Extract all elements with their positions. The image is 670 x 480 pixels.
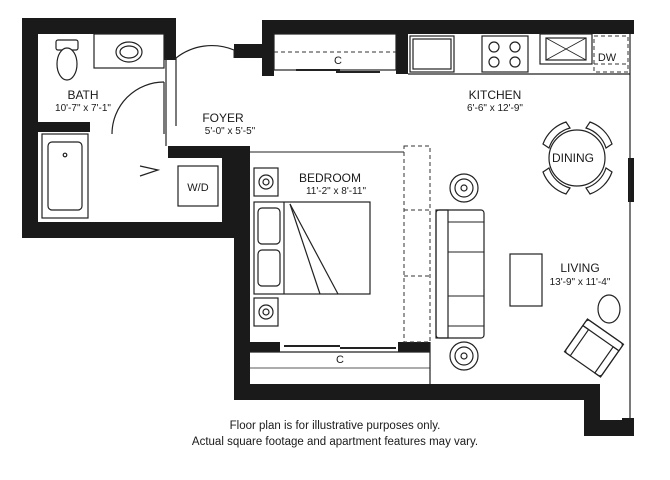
- refrigerator: [409, 35, 455, 73]
- side-table: [597, 294, 621, 324]
- bathtub-basin: [47, 141, 83, 211]
- lamp-icon: [454, 346, 474, 366]
- bath-name: BATH: [67, 88, 98, 102]
- dining-chair: [585, 167, 613, 195]
- wall-closet-jamb: [396, 34, 408, 74]
- bed-blanket-fold: [289, 203, 321, 295]
- sink-x-icon: [545, 37, 587, 61]
- lamp-icon: [449, 341, 479, 371]
- dining-set: [542, 121, 613, 195]
- disclaimer-line-2: Actual square footage and apartment feat…: [191, 436, 479, 448]
- coffee-table: [509, 253, 543, 307]
- lamp-icon: [262, 308, 270, 316]
- sliding-partition: [403, 145, 431, 343]
- wall-south: [234, 384, 586, 400]
- washer-dryer: [177, 165, 219, 207]
- wall-north-bath: [22, 18, 176, 34]
- wall-south-notch: [584, 420, 634, 436]
- lamp-icon: [460, 184, 468, 192]
- walls: [22, 18, 634, 436]
- wall-bath-divider: [22, 122, 90, 132]
- entry-door-arc: [175, 45, 235, 59]
- sink-icon: [115, 41, 143, 63]
- dining-table: [548, 129, 606, 187]
- kitchen-dims: 6'-6" x 12'-9": [467, 103, 523, 114]
- foyer-doors: [111, 45, 235, 146]
- lamp-icon: [258, 304, 274, 320]
- nightstand: [253, 167, 279, 197]
- bathtub: [41, 133, 89, 219]
- lamp-icon: [460, 352, 468, 360]
- nightstand: [253, 297, 279, 327]
- lamp-icon: [454, 178, 474, 198]
- pillow: [257, 207, 281, 245]
- lamp-icon: [449, 173, 479, 203]
- bedroom-furniture: C: [250, 145, 431, 384]
- refrigerator-inner: [412, 38, 452, 70]
- foyer-dims: 5'-0" x 5'-5": [205, 126, 256, 137]
- dining-chair: [585, 121, 613, 149]
- foyer-name: FOYER: [202, 111, 244, 125]
- armchair: [563, 318, 625, 378]
- bed-blanket-fold: [289, 203, 339, 295]
- dining-chair: [542, 167, 571, 195]
- dishwasher-label: DW: [598, 52, 617, 64]
- living-furniture: [435, 173, 625, 378]
- living-dims: 13'-9" x 11'-4": [550, 277, 611, 288]
- kitchen-name: KITCHEN: [469, 88, 522, 102]
- vanity-counter: [93, 33, 165, 69]
- sofa: [435, 209, 485, 339]
- sink-basin: [119, 45, 139, 59]
- burner-icon: [509, 56, 521, 68]
- stove: [481, 35, 529, 73]
- wall-bedroom-living: [398, 342, 430, 352]
- wall-closet-divider: [250, 342, 280, 352]
- dishwasher: [593, 35, 629, 73]
- burner-icon: [488, 41, 500, 53]
- wall-kitchen-closet: [262, 20, 274, 76]
- lamp-icon: [258, 174, 274, 190]
- lamp-icon: [262, 178, 270, 186]
- wall-west-bedroom: [234, 146, 250, 396]
- wall-bath-east-upper: [164, 18, 176, 60]
- bath-dims: 10'-7" x 7'-1": [55, 103, 111, 114]
- bath-door-arc: [111, 81, 165, 135]
- kitchen-fixtures: C DW: [273, 33, 630, 75]
- tub-drain-icon: [62, 152, 68, 158]
- wall-south-bath: [22, 222, 250, 238]
- bath-fixtures: [41, 33, 165, 219]
- washer-dryer-label: W/D: [187, 182, 208, 194]
- room-labels: BATH 10'-7" x 7'-1" FOYER 5'-0" x 5'-5" …: [55, 88, 611, 288]
- burner-icon: [509, 41, 521, 53]
- wall-north-kitchen: [262, 20, 634, 34]
- wall-east-window-stub: [628, 158, 634, 202]
- toilet-bowl: [56, 47, 78, 81]
- bedroom-name: BEDROOM: [299, 171, 361, 185]
- sofa-back: [435, 209, 449, 339]
- disclaimer-line-1: Floor plan is for illustrative purposes …: [229, 420, 441, 432]
- dining-chair: [542, 121, 571, 149]
- kitchen-sink-basin: [545, 37, 587, 61]
- living-name: LIVING: [560, 261, 599, 275]
- bath-door-swing: [139, 165, 161, 177]
- burner-icon: [488, 56, 500, 68]
- wall-east-lower: [622, 418, 634, 436]
- kitchen-closet-label: C: [334, 55, 342, 67]
- pillow: [257, 249, 281, 287]
- bedroom-closet-label: C: [336, 354, 344, 366]
- dining-name: DINING: [552, 151, 594, 165]
- wall-foyer-stub: [234, 44, 264, 58]
- bedroom-dims: 11'-2" x 8'-11": [306, 186, 366, 197]
